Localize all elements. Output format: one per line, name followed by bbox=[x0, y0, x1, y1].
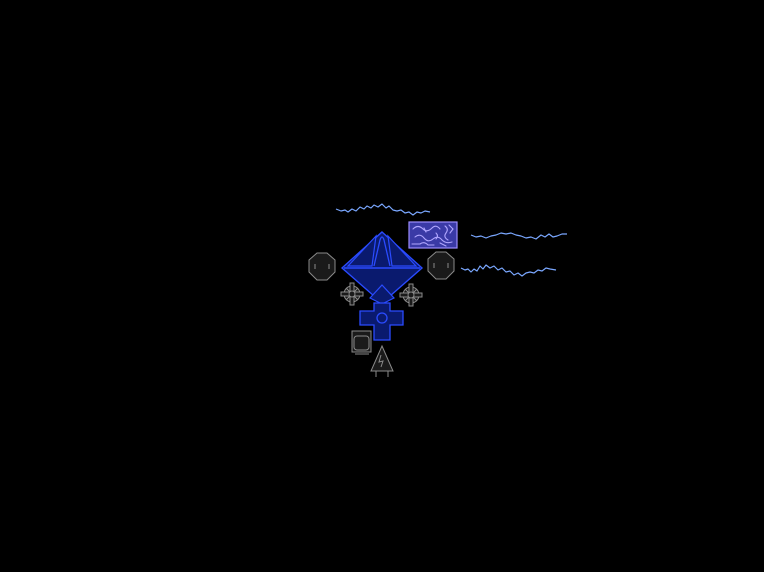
cargo-box-icon bbox=[351, 330, 372, 355]
energy-beam-top bbox=[335, 203, 431, 216]
circuit-pattern bbox=[411, 224, 454, 247]
pod-right-icon bbox=[427, 251, 455, 280]
ship-icon bbox=[340, 231, 424, 341]
circuit-panel-icon bbox=[408, 221, 458, 249]
energy-beam-right-bottom bbox=[460, 264, 557, 277]
ship-keel bbox=[369, 284, 395, 305]
ship-core bbox=[376, 312, 388, 324]
lightning-tower-icon bbox=[370, 344, 394, 377]
ship-sail-left bbox=[346, 234, 377, 267]
ship-sail-right bbox=[387, 234, 418, 267]
ship-mast bbox=[373, 236, 391, 267]
lightning-bolt bbox=[378, 354, 384, 368]
gear-right-icon bbox=[399, 283, 423, 307]
energy-beam-right-top bbox=[470, 232, 567, 240]
gear-left-icon bbox=[340, 282, 364, 306]
pod-left-icon bbox=[308, 252, 336, 281]
